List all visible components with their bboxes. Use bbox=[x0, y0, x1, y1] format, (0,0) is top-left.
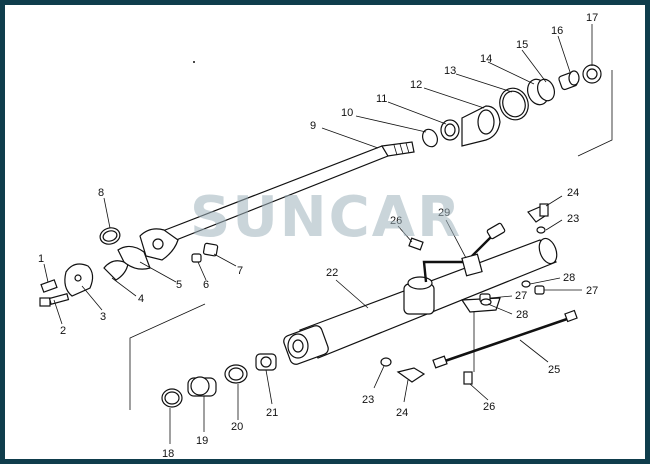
bracket-line-bottom-left bbox=[129, 303, 206, 410]
bolt-1 bbox=[40, 279, 58, 293]
seal-16 bbox=[558, 70, 580, 91]
bracket-plate bbox=[460, 297, 501, 372]
bolt-2 bbox=[39, 293, 70, 307]
callout-17: 17 bbox=[586, 12, 598, 24]
seal-18 bbox=[161, 388, 183, 408]
fitting-26-bottom bbox=[463, 371, 473, 385]
watermark-logo: SUNCAR bbox=[190, 185, 462, 250]
cylinder-port-boss bbox=[403, 276, 435, 315]
clamp-bracket bbox=[461, 253, 483, 277]
callout-1: 1 bbox=[38, 253, 44, 265]
callout-12: 12 bbox=[410, 79, 422, 91]
washer-28a bbox=[521, 280, 531, 288]
callout-2: 2 bbox=[60, 325, 66, 337]
callout-10: 10 bbox=[341, 107, 353, 119]
clip-4 bbox=[103, 260, 129, 281]
elbow-24-top bbox=[527, 203, 549, 223]
callout-22: 22 bbox=[326, 267, 338, 279]
callout-27-mid: 27 bbox=[515, 290, 527, 302]
callout-21: 21 bbox=[266, 407, 278, 419]
cover-3 bbox=[64, 263, 94, 297]
piston-19 bbox=[187, 376, 217, 397]
callout-24-bottom: 24 bbox=[396, 407, 408, 419]
callout-6: 6 bbox=[203, 279, 209, 291]
rod-end-clevis bbox=[139, 228, 179, 261]
block-7 bbox=[202, 242, 219, 257]
nut-6 bbox=[191, 253, 202, 263]
callout-15: 15 bbox=[516, 39, 528, 51]
ring-15 bbox=[536, 78, 556, 102]
callout-24-top: 24 bbox=[567, 187, 579, 199]
callout-29: 29 bbox=[438, 207, 450, 219]
dust-seal-17 bbox=[582, 64, 602, 84]
callout-5: 5 bbox=[176, 279, 182, 291]
callout-8: 8 bbox=[98, 187, 104, 199]
callout-19: 19 bbox=[196, 435, 208, 447]
tube-25 bbox=[432, 309, 578, 369]
callout-26-bottom: 26 bbox=[483, 401, 495, 413]
bracket-line-top-right bbox=[577, 70, 613, 157]
oring-23-bottom bbox=[380, 357, 392, 367]
callout-28-right: 28 bbox=[563, 272, 575, 284]
callout-23-top: 23 bbox=[567, 213, 579, 225]
callout-27-right: 27 bbox=[586, 285, 598, 297]
washer-28b bbox=[480, 298, 492, 306]
callout-4: 4 bbox=[138, 293, 144, 305]
callout-3: 3 bbox=[100, 311, 106, 323]
callout-14: 14 bbox=[480, 53, 492, 65]
stray-dot bbox=[193, 61, 195, 63]
gland-12 bbox=[461, 105, 501, 147]
leader-lines bbox=[43, 24, 593, 444]
nut-27a bbox=[534, 285, 545, 295]
tube-29 bbox=[422, 222, 506, 283]
callout-13: 13 bbox=[444, 65, 456, 77]
callout-16: 16 bbox=[551, 25, 563, 37]
fitting-26-top bbox=[408, 237, 424, 251]
callout-26-top: 26 bbox=[390, 215, 402, 227]
callout-20: 20 bbox=[231, 421, 243, 433]
callout-25: 25 bbox=[548, 364, 560, 376]
callout-7: 7 bbox=[237, 265, 243, 277]
nut-21 bbox=[255, 353, 277, 371]
callout-23-bottom: 23 bbox=[362, 394, 374, 406]
oring-13 bbox=[499, 87, 529, 121]
wiper-ring-8 bbox=[99, 227, 121, 245]
callout-28-mid: 28 bbox=[516, 309, 528, 321]
piston-rod bbox=[159, 141, 415, 245]
ring-20 bbox=[224, 364, 248, 384]
ring-10 bbox=[422, 128, 438, 148]
callout-18: 18 bbox=[162, 448, 174, 460]
bushing-11 bbox=[440, 119, 460, 141]
callout-11: 11 bbox=[376, 93, 387, 105]
elbow-24-bottom bbox=[396, 367, 426, 383]
callout-labels: 17 16 15 14 13 12 11 10 9 8 1 2 3 4 5 6 … bbox=[38, 12, 598, 460]
oring-23-top bbox=[536, 226, 546, 234]
callout-9: 9 bbox=[310, 120, 316, 132]
cylinder-bottom-boss bbox=[283, 325, 329, 365]
